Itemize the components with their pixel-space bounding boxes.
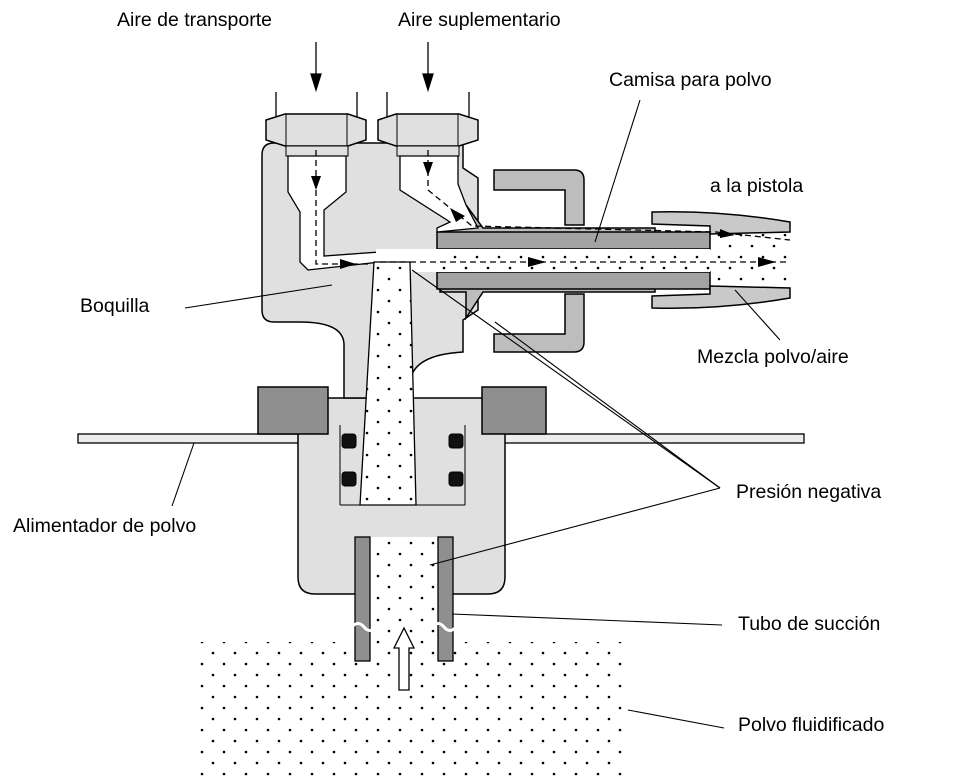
feeder-plate-left: [77, 433, 321, 444]
airflow-arrowheads: [311, 162, 776, 269]
label-to-gun: a la pistola: [710, 175, 804, 197]
clamp-nut-left: [257, 386, 329, 435]
label-powder-feeder: Alimentador de polvo: [13, 515, 197, 537]
powder-sleeve-lower: [436, 271, 711, 290]
inlet-arrows: [310, 42, 434, 93]
suction-tube-wall-left: [354, 536, 371, 662]
label-powder-sleeve: Camisa para polvo: [609, 69, 772, 91]
label-transport-air: Aire de transporte: [117, 9, 273, 31]
suction-tube-wall-right: [437, 536, 454, 662]
clamp-nut-right: [481, 386, 547, 435]
powder-sleeve-upper: [436, 231, 711, 250]
hose-lower: [651, 285, 791, 310]
air-fitting-transport: [265, 92, 367, 157]
o-rings: [339, 425, 466, 506]
label-powder-air-mix: Mezcla polvo/aire: [697, 346, 849, 368]
label-supplementary-air: Aire suplementario: [398, 9, 561, 31]
label-nozzle: Boquilla: [80, 295, 150, 317]
mixing-bore-powder: [440, 249, 710, 272]
fluidized-powder-bed: [195, 642, 627, 776]
hose-clamp-lower: [493, 293, 585, 353]
suction-up-arrow: [392, 626, 416, 691]
label-fluidized-powder: Polvo fluidificado: [738, 714, 885, 736]
label-negative-pressure: Presión negativa: [736, 481, 882, 503]
leader-lines: [171, 99, 781, 729]
hose-clamp-upper: [493, 169, 585, 226]
hose-powder-stream: [710, 234, 790, 286]
label-suction-tube: Tubo de succión: [738, 613, 881, 635]
